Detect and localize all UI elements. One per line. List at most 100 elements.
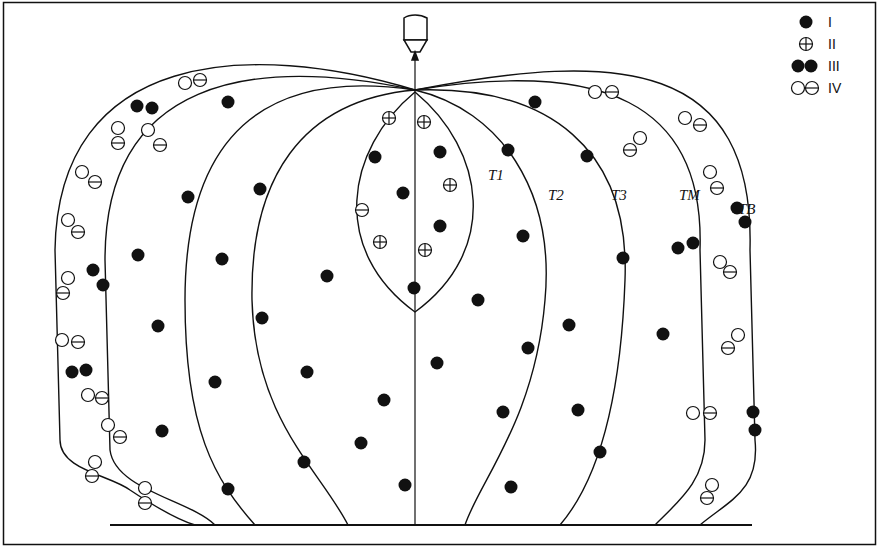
hollow-particle	[62, 272, 75, 285]
legend-text: IV	[828, 81, 841, 95]
curve-label: TM	[679, 188, 700, 203]
solid-particle	[408, 282, 421, 295]
curve-label: TB	[738, 202, 756, 217]
hollow-particle	[624, 144, 637, 157]
solid-particle	[517, 230, 530, 243]
solid-particle	[581, 150, 594, 163]
solid-particle	[209, 376, 222, 389]
minus-mark	[711, 187, 724, 188]
hollow-particle	[96, 392, 109, 405]
solid-particle	[739, 216, 752, 229]
hollow-particle	[86, 470, 99, 483]
solid-particle	[298, 456, 311, 469]
hollow-particle	[89, 176, 102, 189]
isotherm-curve	[55, 65, 415, 525]
hollow-particle	[679, 112, 692, 125]
nozzle-body	[404, 15, 427, 40]
curve-label: T1	[488, 168, 504, 183]
minus-mark	[806, 87, 819, 88]
solid-particle	[399, 479, 412, 492]
solid-particle	[87, 264, 100, 277]
hollow-particle	[142, 124, 155, 137]
solid-particle	[355, 437, 368, 450]
minus-mark	[704, 412, 717, 413]
solid-particle	[66, 366, 79, 379]
solid-particle	[792, 60, 805, 73]
solid-particle	[256, 312, 269, 325]
solid-particle	[800, 16, 813, 29]
minus-mark	[194, 79, 207, 80]
solid-particle	[156, 425, 169, 438]
hollow-particle	[56, 334, 69, 347]
hollow-particle	[139, 482, 152, 495]
solid-particle	[434, 146, 447, 159]
minus-mark	[112, 142, 125, 143]
hollow-particle	[606, 86, 619, 99]
minus-mark	[606, 91, 619, 92]
hollow-particle	[139, 497, 152, 510]
isotherm-curve	[415, 71, 756, 525]
particle-symbols	[56, 74, 762, 510]
minus-mark	[624, 149, 637, 150]
curve-label: T2	[548, 188, 564, 203]
hollow-particle	[711, 182, 724, 195]
minus-mark	[114, 436, 127, 437]
solid-particle	[572, 404, 585, 417]
hollow-particle	[589, 86, 602, 99]
solid-particle	[182, 191, 195, 204]
solid-particle	[522, 342, 535, 355]
solid-particle	[152, 320, 165, 333]
hollow-particle	[714, 256, 727, 269]
hollow-particle	[356, 204, 369, 217]
minus-mark	[356, 209, 369, 210]
hollow-particle	[72, 336, 85, 349]
hollow-particle	[383, 112, 396, 125]
minus-mark	[694, 124, 707, 125]
solid-particle	[146, 102, 159, 115]
minus-mark	[701, 497, 714, 498]
hollow-particle	[62, 214, 75, 227]
frame	[4, 3, 876, 545]
hollow-particle	[800, 38, 813, 51]
isotherm-curve	[185, 86, 415, 525]
solid-particle	[369, 151, 382, 164]
minus-mark	[57, 292, 70, 293]
solid-particle	[397, 187, 410, 200]
hollow-particle	[704, 407, 717, 420]
hollow-particle	[89, 456, 102, 469]
solid-particle	[505, 481, 518, 494]
legend-text: III	[828, 59, 840, 73]
hollow-particle	[722, 342, 735, 355]
solid-particle	[617, 252, 630, 265]
nozzle-point	[412, 52, 418, 60]
minus-mark	[154, 144, 167, 145]
minus-mark	[86, 475, 99, 476]
minus-mark	[96, 397, 109, 398]
solid-particle	[594, 446, 607, 459]
solid-particle	[472, 294, 485, 307]
nozzle	[404, 15, 427, 60]
hollow-particle	[687, 407, 700, 420]
hollow-particle	[694, 119, 707, 132]
solid-particle	[321, 270, 334, 283]
solid-particle	[378, 394, 391, 407]
hollow-particle	[112, 122, 125, 135]
solid-particle	[254, 183, 267, 196]
nozzle-tip	[404, 40, 427, 52]
isotherm-lens	[357, 92, 474, 312]
hollow-particle	[806, 82, 819, 95]
solid-particle	[529, 96, 542, 109]
plus-mark	[379, 236, 380, 249]
hollow-particle	[724, 266, 737, 279]
solid-particle	[131, 100, 144, 113]
solid-particle	[434, 220, 447, 233]
plus-mark	[449, 179, 450, 192]
plus-mark	[805, 38, 806, 51]
hollow-particle	[82, 389, 95, 402]
isotherm-curve	[252, 90, 415, 525]
plus-mark	[388, 112, 389, 125]
hollow-particle	[114, 431, 127, 444]
legend-text: I	[828, 15, 832, 29]
